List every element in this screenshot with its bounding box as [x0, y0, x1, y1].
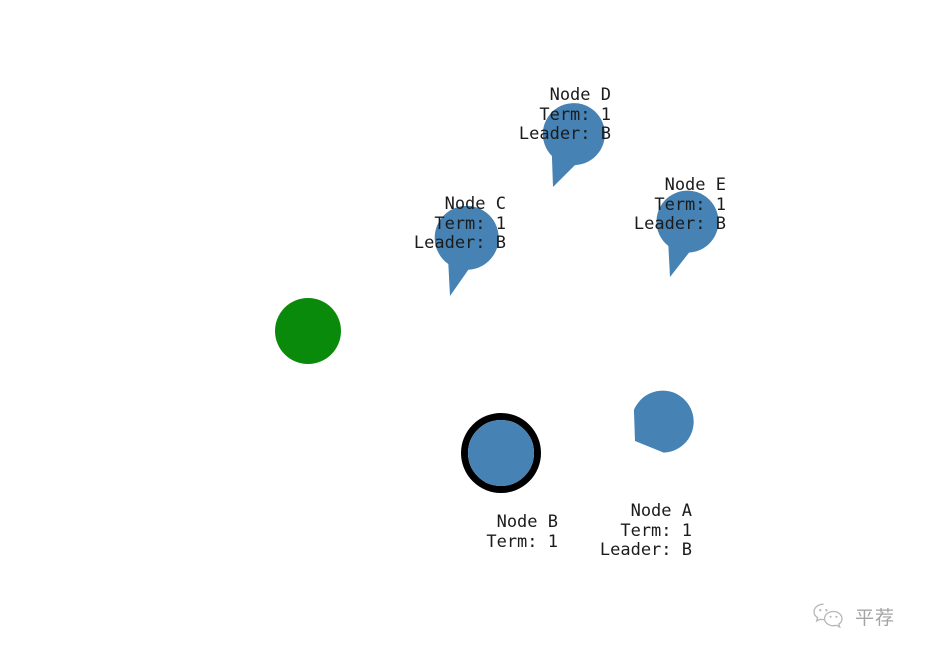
node-e-disc[interactable]: [656, 190, 719, 277]
node-c-label-line-1: Term: 1: [434, 213, 506, 234]
node-c-disc[interactable]: [434, 205, 499, 296]
node-a-label-line-0: Node A: [630, 501, 692, 521]
watermark: 平荐: [812, 602, 895, 630]
node-b-leader-ring: [461, 413, 541, 493]
node-d-label-line-0: Node D: [549, 85, 611, 105]
node-d-shape[interactable]: [518, 103, 605, 222]
node-b-shape[interactable]: [457, 409, 545, 497]
node-d-label-line-2: Leader: B: [518, 124, 611, 144]
watermark-text: 平荐: [855, 606, 896, 629]
node-b-disc[interactable]: [468, 420, 534, 486]
node-a-shape[interactable]: [600, 390, 694, 476]
node-a-label-line-2: Leader: B: [599, 540, 692, 560]
node-a-disc[interactable]: [633, 390, 694, 453]
wechat-icon: [812, 602, 846, 630]
node-green-shape[interactable]: [271, 294, 345, 368]
node-b-label-line-1: Term: 1: [486, 531, 558, 552]
node-c-shape[interactable]: [414, 205, 499, 332]
node-e-label-line-1: Term: 1: [654, 194, 726, 215]
node-d-label-line-1: Term: 1: [539, 104, 611, 125]
node-green-disc[interactable]: [275, 298, 341, 364]
node-d-disc[interactable]: [542, 103, 605, 187]
node-a-label-line-1: Term: 1: [620, 520, 692, 541]
node-b-label-line-0: Node B: [496, 512, 558, 532]
node-e-label-line-2: Leader: B: [633, 214, 726, 234]
node-e-shape[interactable]: [635, 190, 719, 312]
node-e-label-line-0: Node E: [664, 175, 726, 195]
node-c-label-line-0: Node C: [444, 194, 506, 214]
node-c-label-line-2: Leader: B: [413, 233, 506, 253]
